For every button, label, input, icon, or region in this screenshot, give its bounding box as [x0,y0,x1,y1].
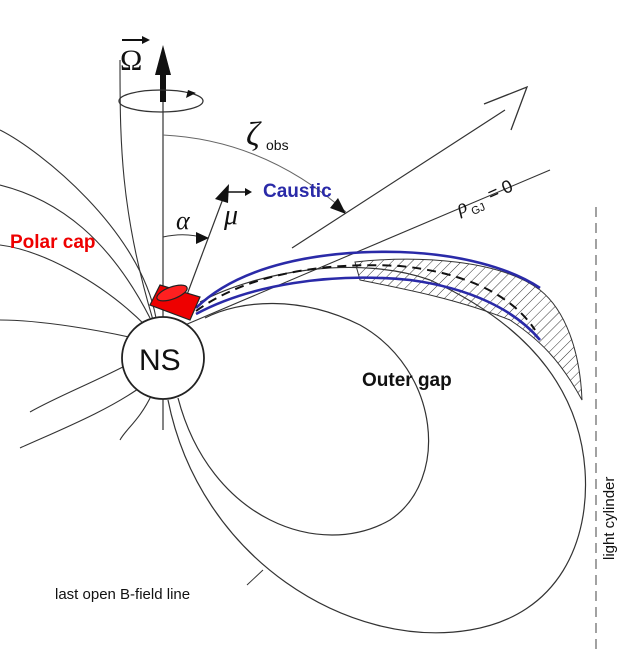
alpha-label: α [176,206,191,235]
dashed-gap-line [195,264,536,331]
zeta-obs-arc [162,134,347,213]
rotation-sense-ellipse [118,89,204,113]
null-charge-surface-line [184,169,551,326]
caustic-curves [195,250,541,341]
svg-text:ρ: ρ [452,195,471,219]
omega-arrow-head [155,45,171,75]
observer-eye-icon [483,85,529,131]
neutron-star [121,316,205,400]
light-cylinder-label: light cylinder [601,477,618,560]
outer-gap-hatched-region [354,258,583,401]
outer-gap-label: Outer gap [362,370,452,391]
ns-label: NS [139,344,181,377]
rho-gj-label: ρ GJ = 0 [452,176,516,220]
field-lines-left [0,59,157,449]
mu-label: μ [223,200,238,231]
zeta-obs-subscript: obs [266,137,289,153]
svg-text:GJ: GJ [470,201,488,218]
magnetic-axis [184,195,225,301]
caustic-label: Caustic [263,181,332,202]
polar-cap [149,284,201,321]
polar-cap-label: Polar cap [10,232,96,253]
observer-line [291,109,506,249]
inner-closed-field-line [177,302,430,536]
svg-text:= 0: = 0 [484,176,515,205]
zeta-obs-label: ζ [246,116,262,153]
last-open-field-line-label: last open B-field line [55,586,190,603]
omega-arrow-label: Ω [120,44,142,77]
